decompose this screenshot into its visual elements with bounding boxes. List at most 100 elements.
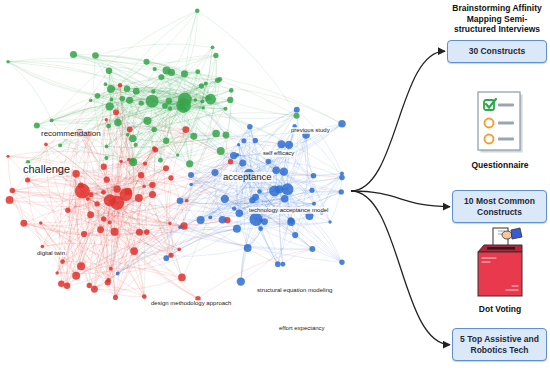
ballot-slot: [487, 247, 515, 250]
network-node: [94, 201, 99, 206]
keyword-label: acceptance: [222, 172, 273, 182]
network-node: [110, 98, 114, 102]
network-node: [275, 261, 281, 267]
network-node: [177, 197, 184, 204]
network-node: [211, 45, 215, 49]
network-node: [58, 281, 65, 288]
network-link: [141, 175, 179, 249]
network-link: [8, 62, 342, 174]
network-node: [195, 8, 200, 13]
network-link: [52, 101, 91, 121]
network-node: [338, 120, 346, 128]
network-node: [101, 164, 107, 170]
network-node: [176, 153, 179, 156]
network-node: [101, 190, 106, 195]
network-node: [20, 220, 27, 227]
network-link: [283, 249, 312, 264]
network-node: [294, 107, 300, 113]
network-link: [180, 110, 297, 201]
network-link: [109, 71, 161, 161]
network-node: [163, 66, 171, 74]
network-link: [197, 11, 296, 116]
network-node: [64, 282, 70, 288]
network-node: [239, 160, 246, 167]
network-node: [130, 247, 138, 255]
network-node: [89, 99, 92, 102]
network-link: [118, 191, 275, 274]
network-node: [129, 135, 136, 142]
network-node: [88, 192, 93, 197]
network-node: [219, 216, 226, 223]
network-node: [249, 213, 262, 226]
keyword-label: technology acceptance model: [248, 207, 329, 214]
network-link: [237, 229, 278, 264]
network-link: [155, 55, 216, 69]
network-link: [28, 55, 216, 162]
keyword-label: recommendation: [40, 130, 102, 139]
network-node: [139, 100, 144, 105]
network-link: [288, 189, 342, 262]
network-node: [280, 167, 288, 175]
network-node: [328, 220, 331, 223]
network-node: [158, 74, 164, 80]
network-link: [52, 84, 206, 121]
network-node: [113, 109, 119, 115]
network-node: [200, 99, 204, 103]
network-link: [185, 11, 198, 74]
network-node: [97, 226, 104, 233]
box-label: 30 Constructs: [452, 46, 542, 57]
network-link: [244, 141, 295, 235]
network-node: [149, 191, 156, 198]
box-outline: 5 Top Assistive and Robotics Tech: [452, 328, 547, 361]
network-node: [34, 123, 40, 129]
keyword-label: digital twin: [36, 250, 66, 257]
network-node: [6, 60, 10, 64]
network-node: [217, 147, 225, 155]
network-link: [248, 135, 306, 248]
network-link: [180, 155, 237, 227]
network-node: [215, 78, 221, 84]
network-node: [287, 218, 295, 226]
network-node: [202, 106, 205, 109]
network-node: [41, 245, 45, 249]
network-node: [91, 286, 98, 293]
network-link: [136, 99, 211, 145]
network-node: [223, 107, 227, 111]
network-link: [81, 186, 171, 256]
network-node: [340, 171, 344, 175]
network-link: [12, 191, 81, 267]
keyword-network: challengerecommendationdigital twinaccep…: [0, 0, 350, 382]
radio-option: [485, 135, 494, 144]
network-node: [75, 183, 90, 198]
network-node: [107, 85, 115, 93]
network-node: [204, 82, 208, 86]
network-node: [180, 222, 187, 229]
network-node: [129, 158, 137, 166]
network-node: [158, 158, 163, 163]
network-node: [126, 133, 130, 137]
process-box: Brainstorming Affinity Mapping Semi-stru…: [447, 3, 547, 63]
network-node: [118, 83, 122, 87]
network-link: [28, 146, 107, 162]
keyword-label: effort expectancy: [278, 325, 326, 332]
network-link: [91, 11, 198, 101]
flow-arrow: [351, 51, 445, 191]
network-node: [252, 194, 259, 201]
network-link: [171, 72, 243, 140]
network-link: [8, 156, 89, 285]
network-node: [163, 255, 169, 261]
method-heading: Brainstorming Affinity Mapping Semi-stru…: [447, 3, 547, 35]
icon-caption: Dot Voting: [479, 304, 521, 314]
network-node: [195, 69, 200, 74]
network-link: [166, 229, 237, 258]
network-link: [136, 101, 203, 144]
network-node: [114, 119, 121, 126]
network-node: [235, 209, 243, 217]
network-link: [101, 161, 122, 229]
network-link: [101, 230, 111, 269]
network-node: [113, 185, 120, 192]
network-link: [130, 100, 134, 138]
network-node: [292, 232, 298, 238]
ballot-box: [478, 252, 522, 296]
